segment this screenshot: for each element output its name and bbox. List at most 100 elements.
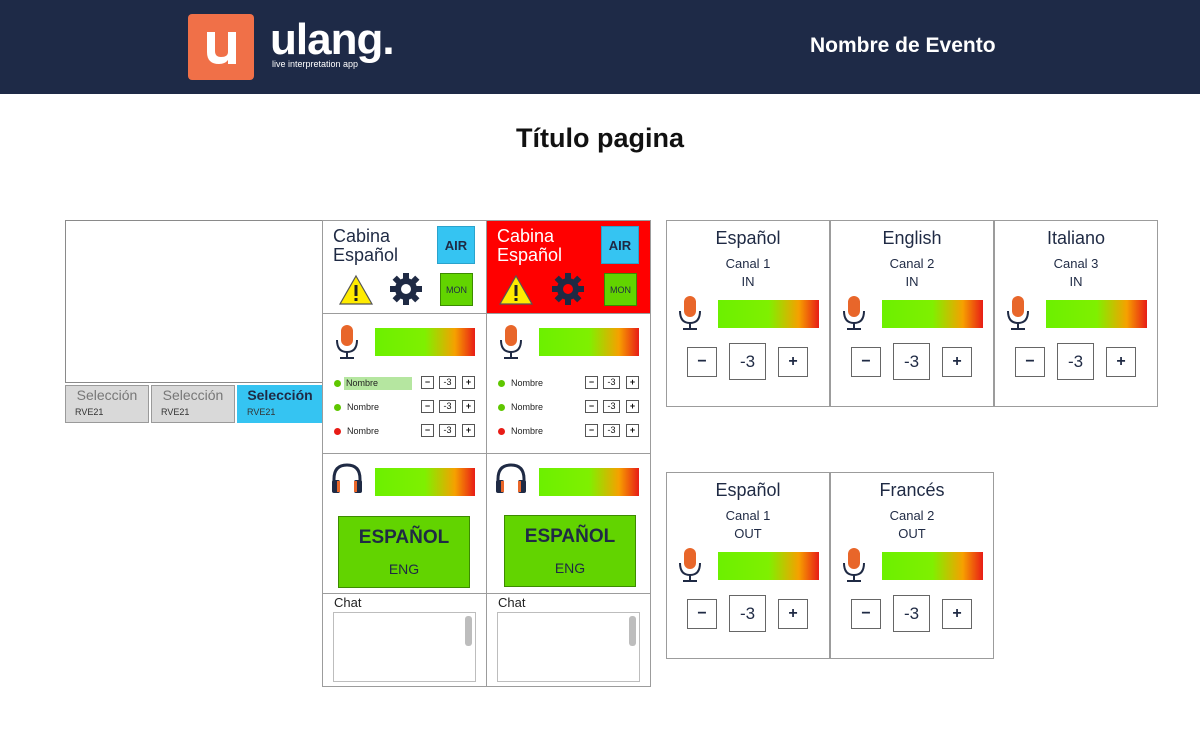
channel-language: English (882, 228, 942, 248)
cabina-1-output-panel: ESPAÑOL ENG (322, 453, 487, 594)
decrease-button[interactable]: − (1015, 347, 1045, 377)
output-level-meter (375, 468, 475, 496)
channel-direction: OUT (734, 526, 762, 541)
channel-in-card-2: English Canal 2 IN − -3 + (830, 220, 994, 407)
headphones-icon (496, 463, 526, 493)
selection-code: RVE21 (247, 407, 276, 417)
warning-icon[interactable] (338, 274, 374, 306)
air-button[interactable]: AIR (437, 226, 475, 264)
channel-level-meter (1046, 300, 1147, 328)
channel-number: Canal 2 (889, 256, 935, 271)
status-dot (334, 380, 341, 387)
channel-value: -3 (729, 595, 766, 632)
cabina-1-mic-panel: Nombre − -3 + Nombre − -3 + Nombre − -3 … (322, 313, 487, 454)
logo-tagline: live interpretation app (272, 59, 359, 69)
selection-tab-3[interactable]: Selección RVE21 (237, 385, 323, 423)
increase-button[interactable]: + (626, 424, 639, 437)
status-dot (334, 404, 341, 411)
chat-scrollbar[interactable] (629, 616, 636, 646)
increase-button[interactable]: + (462, 376, 475, 389)
language-primary: ESPAÑOL (524, 526, 616, 547)
channel-number: Canal 1 (725, 256, 771, 271)
increase-button[interactable]: + (1106, 347, 1136, 377)
gear-icon[interactable] (550, 271, 586, 307)
mon-button[interactable]: MON (440, 273, 473, 306)
channel-level-meter (718, 300, 819, 328)
participant-value: -3 (603, 376, 620, 389)
channel-direction: IN (905, 274, 919, 289)
microphone-icon (336, 325, 358, 359)
channel-number: Canal 1 (725, 508, 771, 523)
microphone-icon (500, 325, 522, 359)
status-dot (498, 380, 505, 387)
decrease-button[interactable]: − (851, 599, 881, 629)
chat-scrollbar[interactable] (465, 616, 472, 646)
selection-code: RVE21 (75, 407, 104, 417)
cabina-title-line2: Español (333, 245, 399, 265)
channel-language: Español (715, 480, 781, 500)
channel-direction: OUT (898, 526, 926, 541)
chat-label: Chat (334, 595, 362, 610)
cabina-1-header: Cabina Español AIR MON (322, 220, 487, 314)
participant-name: Nombre (511, 402, 544, 412)
increase-button[interactable]: + (462, 400, 475, 413)
channel-language: Italiano (1046, 228, 1106, 248)
status-dot (498, 428, 505, 435)
increase-button[interactable]: + (942, 599, 972, 629)
decrease-button[interactable]: − (687, 599, 717, 629)
chat-textarea[interactable] (497, 612, 640, 682)
warning-icon[interactable] (498, 274, 534, 306)
chat-textarea[interactable] (333, 612, 476, 682)
microphone-icon (843, 296, 865, 330)
increase-button[interactable]: + (626, 400, 639, 413)
selection-tab-2[interactable]: Selección RVE21 (151, 385, 235, 423)
decrease-button[interactable]: − (585, 400, 598, 413)
decrease-button[interactable]: − (585, 424, 598, 437)
selection-tab-1[interactable]: Selección RVE21 (65, 385, 149, 423)
cabina-1-chat-panel: Chat (322, 593, 487, 687)
microphone-icon (1007, 296, 1029, 330)
decrease-button[interactable]: − (687, 347, 717, 377)
increase-button[interactable]: + (626, 376, 639, 389)
logo-wordmark: ulang. (270, 15, 395, 64)
event-name: Nombre de Evento (810, 34, 996, 57)
channel-direction: IN (741, 274, 755, 289)
channel-language: Francés (879, 480, 945, 500)
channel-language: Español (715, 228, 781, 248)
increase-button[interactable]: + (778, 599, 808, 629)
gear-icon[interactable] (388, 271, 424, 307)
language-toggle-button[interactable]: ESPAÑOL ENG (504, 515, 636, 587)
top-bar: ulang. live interpretation app Nombre de… (0, 0, 1200, 94)
output-level-meter (539, 468, 639, 496)
chat-label: Chat (498, 595, 526, 610)
participant-value: -3 (603, 400, 620, 413)
logo-mark (188, 14, 254, 80)
increase-button[interactable]: + (778, 347, 808, 377)
page-title: Título pagina (516, 123, 684, 153)
decrease-button[interactable]: − (851, 347, 881, 377)
channel-value: -3 (893, 343, 930, 380)
cabina-2-header: Cabina Español AIR MON (486, 220, 651, 314)
channel-out-card-2: Francés Canal 2 OUT − -3 + (830, 472, 994, 659)
selection-code: RVE21 (161, 407, 190, 417)
channel-in-card-1: Español Canal 1 IN − -3 + (666, 220, 830, 407)
mic-level-meter (539, 328, 639, 356)
mon-button[interactable]: MON (604, 273, 637, 306)
channel-value: -3 (1057, 343, 1094, 380)
channel-level-meter (882, 552, 983, 580)
air-button[interactable]: AIR (601, 226, 639, 264)
channel-level-meter (882, 300, 983, 328)
decrease-button[interactable]: − (585, 376, 598, 389)
participant-name: Nombre (511, 426, 544, 436)
increase-button[interactable]: + (942, 347, 972, 377)
microphone-icon (679, 296, 701, 330)
cabina-title-line1: Cabina (497, 226, 555, 246)
video-preview (65, 220, 323, 383)
decrease-button[interactable]: − (421, 376, 434, 389)
decrease-button[interactable]: − (421, 400, 434, 413)
language-toggle-button[interactable]: ESPAÑOL ENG (338, 516, 470, 588)
channel-level-meter (718, 552, 819, 580)
increase-button[interactable]: + (462, 424, 475, 437)
decrease-button[interactable]: − (421, 424, 434, 437)
channel-number: Canal 3 (1053, 256, 1099, 271)
